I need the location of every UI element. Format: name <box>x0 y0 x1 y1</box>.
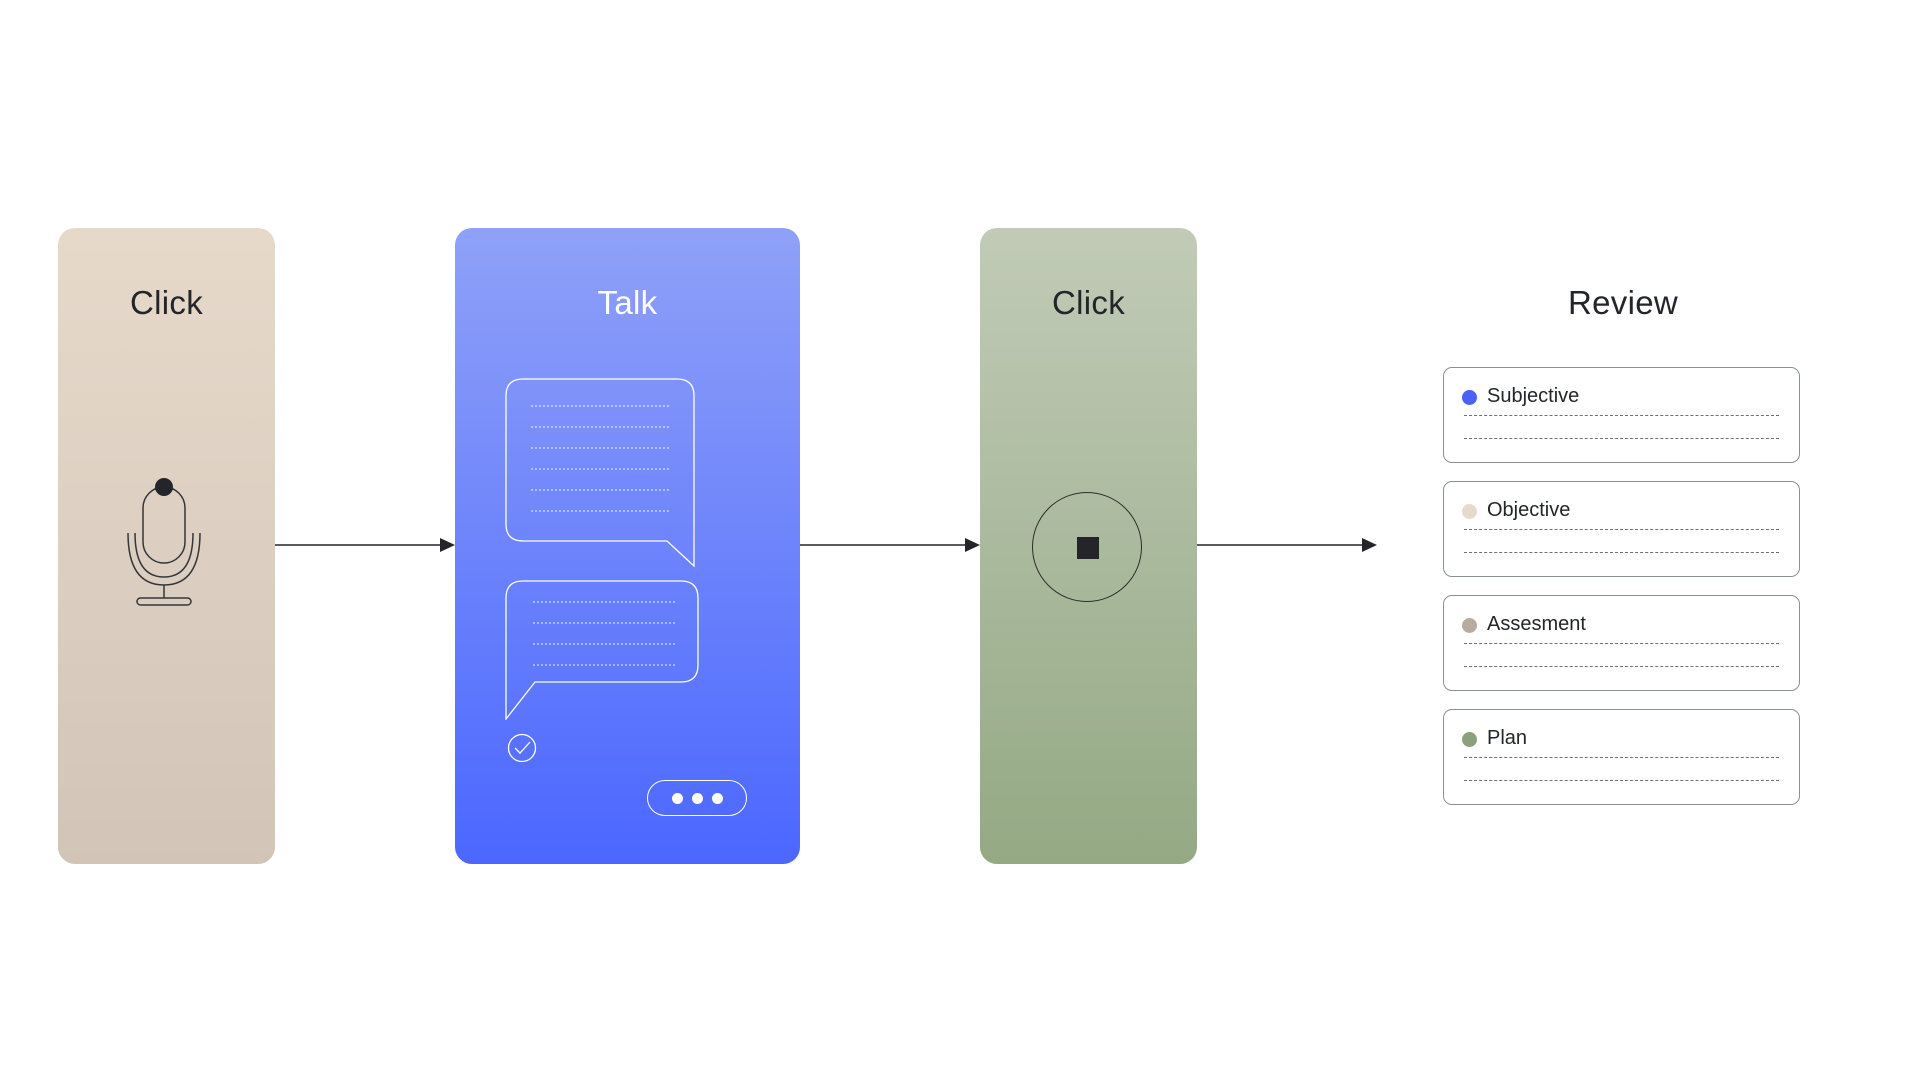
status-dot-icon <box>1462 390 1477 405</box>
step-click-record-panel[interactable]: Click <box>58 228 275 864</box>
review-card-label: Plan <box>1487 727 1528 749</box>
placeholder-line <box>1464 552 1779 553</box>
typing-dot <box>671 792 683 804</box>
review-card-subjective[interactable]: Subjective <box>1443 367 1800 463</box>
review-card-label: Assesment <box>1487 613 1586 635</box>
step-talk-panel[interactable]: Talk <box>455 228 800 864</box>
status-dot-icon <box>1462 504 1477 519</box>
flow-arrow <box>800 538 980 552</box>
review-card-plan[interactable]: Plan <box>1443 709 1800 805</box>
step-click-stop-panel[interactable]: Click <box>980 228 1197 864</box>
status-dot-icon <box>1462 732 1477 747</box>
flow-arrow <box>275 538 455 552</box>
review-card-objective[interactable]: Objective <box>1443 481 1800 577</box>
review-card-label: Subjective <box>1487 385 1580 407</box>
stop-button[interactable] <box>1032 492 1142 602</box>
step-talk-title: Talk <box>597 284 658 321</box>
step-click-record-title: Click <box>130 284 203 321</box>
placeholder-line <box>1464 780 1779 781</box>
review-card-assesment[interactable]: Assesment <box>1443 595 1800 691</box>
placeholder-line <box>1464 666 1779 667</box>
chat-bubble-icon <box>505 378 695 568</box>
typing-indicator <box>647 780 747 816</box>
step-review-title: Review <box>1567 284 1678 321</box>
stop-icon <box>1077 537 1099 559</box>
placeholder-line <box>1464 529 1779 530</box>
placeholder-line <box>1464 643 1779 644</box>
microphone-icon <box>127 478 201 606</box>
status-dot-icon <box>1462 618 1477 633</box>
check-icon <box>507 733 537 763</box>
typing-dot <box>711 792 723 804</box>
flow-arrow <box>1197 538 1377 552</box>
step-click-stop-title: Click <box>1052 284 1125 321</box>
placeholder-line <box>1464 438 1779 439</box>
placeholder-line <box>1464 757 1779 758</box>
review-card-label: Objective <box>1487 499 1571 521</box>
placeholder-line <box>1464 415 1779 416</box>
chat-bubble-icon <box>505 580 699 720</box>
typing-dot <box>691 792 703 804</box>
